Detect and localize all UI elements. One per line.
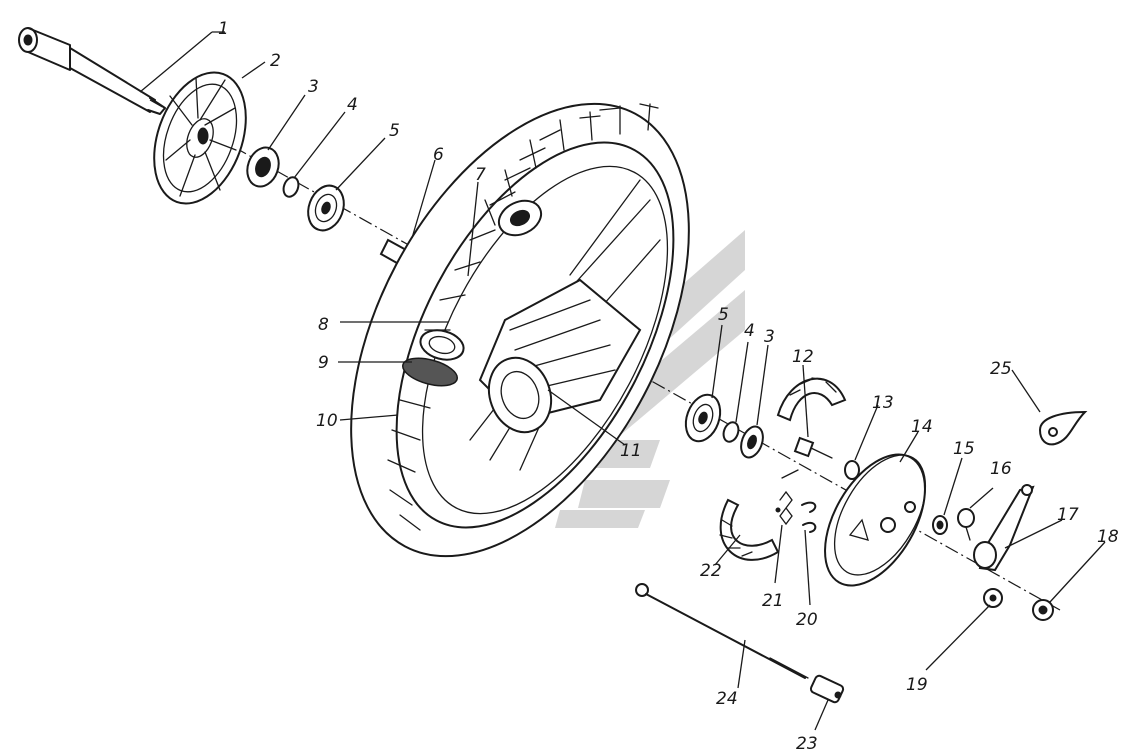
nut-15 bbox=[932, 515, 948, 535]
callout-8: 8 bbox=[318, 315, 329, 335]
tab-washer-25 bbox=[1038, 410, 1088, 446]
axle-part bbox=[18, 27, 166, 115]
callout-10: 10 bbox=[316, 411, 338, 431]
callout-23: 23 bbox=[796, 734, 818, 754]
washer-left bbox=[282, 176, 300, 198]
hub bbox=[478, 278, 642, 434]
washer-right bbox=[722, 421, 740, 443]
callout-labels: 1 2 3 4 5 6 7 8 9 10 11 12 13 14 15 16 1… bbox=[218, 19, 1119, 754]
callout-7: 7 bbox=[475, 165, 486, 185]
clip-20 bbox=[801, 501, 817, 533]
callout-22: 22 bbox=[700, 561, 722, 581]
callout-4: 4 bbox=[347, 95, 358, 115]
callout-2: 2 bbox=[270, 51, 281, 71]
bearing-left bbox=[307, 184, 345, 232]
callout-4-right: 4 bbox=[744, 321, 755, 341]
nut-18 bbox=[1032, 599, 1054, 621]
callout-1: 1 bbox=[218, 19, 229, 39]
brake-shoe-upper bbox=[776, 377, 847, 422]
callout-3-right: 3 bbox=[764, 327, 775, 347]
callout-24: 24 bbox=[716, 689, 738, 709]
brake-lever bbox=[973, 484, 1035, 572]
callout-19: 19 bbox=[906, 675, 928, 695]
rod-24 bbox=[635, 583, 809, 679]
washer-13 bbox=[844, 460, 860, 480]
callout-3: 3 bbox=[308, 77, 319, 97]
sprocket-part bbox=[153, 71, 247, 205]
callout-6: 6 bbox=[433, 145, 444, 165]
seal-right bbox=[740, 425, 764, 459]
callout-13: 13 bbox=[872, 393, 894, 413]
callout-14: 14 bbox=[911, 417, 933, 437]
callout-12: 12 bbox=[792, 347, 814, 367]
washer-19 bbox=[983, 588, 1003, 608]
callout-20: 20 bbox=[796, 610, 818, 630]
bushing-part bbox=[402, 329, 465, 387]
callout-11: 11 bbox=[620, 441, 642, 461]
brake-plate bbox=[824, 453, 927, 587]
callout-15: 15 bbox=[953, 439, 975, 459]
spring-21 bbox=[775, 469, 799, 526]
callout-5-right: 5 bbox=[718, 305, 729, 325]
callout-16: 16 bbox=[990, 459, 1012, 479]
callout-21: 21 bbox=[762, 591, 784, 611]
adjuster-23 bbox=[809, 674, 845, 704]
callout-18: 18 bbox=[1097, 527, 1119, 547]
cap-16 bbox=[957, 508, 975, 541]
callout-17: 17 bbox=[1057, 505, 1079, 525]
brake-shoe-lower bbox=[719, 498, 780, 561]
callout-25: 25 bbox=[990, 359, 1012, 379]
tube-part bbox=[497, 199, 543, 237]
adjuster-bolt bbox=[793, 436, 833, 459]
callout-9: 9 bbox=[318, 353, 329, 373]
bearing-seal-left bbox=[246, 146, 280, 188]
leader-lines bbox=[139, 31, 1106, 731]
bearing-right bbox=[684, 393, 722, 443]
callout-5: 5 bbox=[389, 121, 400, 141]
